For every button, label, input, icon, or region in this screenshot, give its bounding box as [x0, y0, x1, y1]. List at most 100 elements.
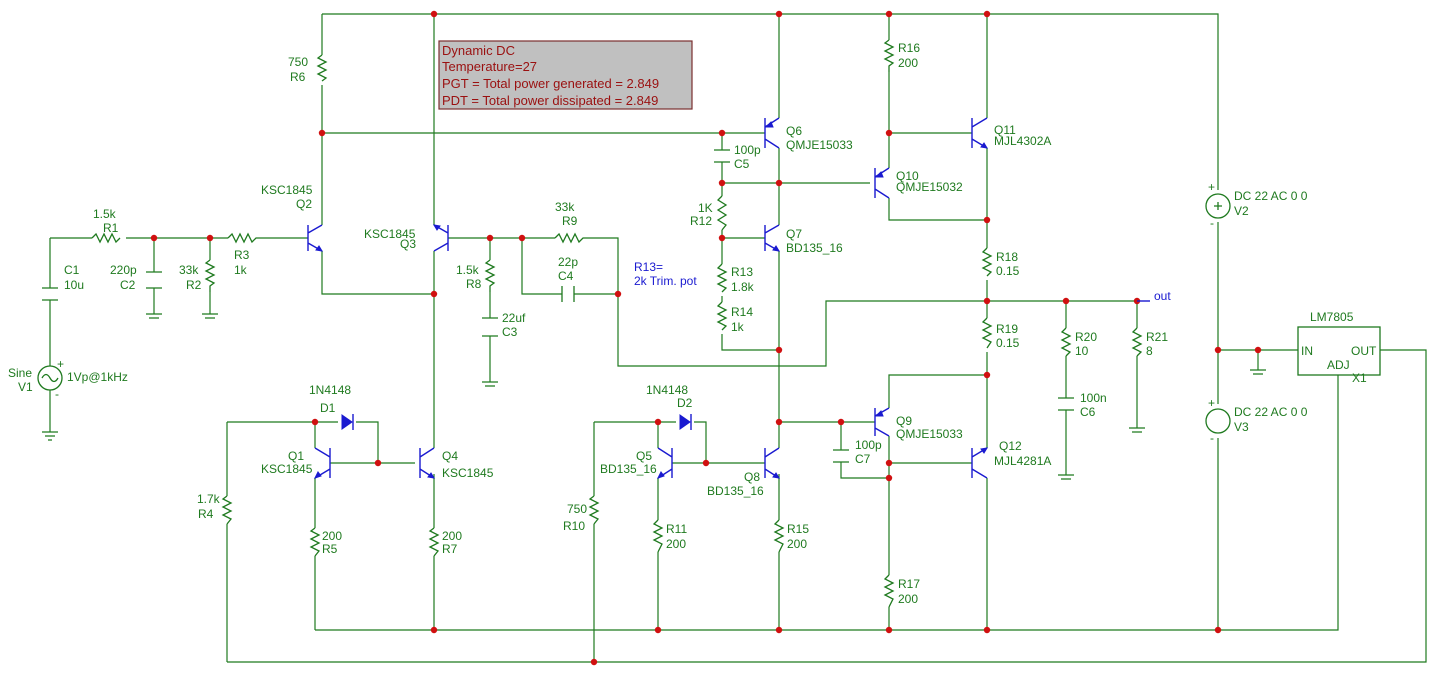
value-label: 1N4148 — [646, 383, 688, 397]
ref-label: Q10 — [896, 169, 919, 183]
ref-label: Q2 — [296, 197, 312, 211]
ref-label: R14 — [731, 305, 753, 319]
ref-label: R9 — [562, 214, 578, 228]
infobox-line: PDT = Total power dissipated = 2.849 — [442, 93, 658, 108]
trim-pot-note: 2k Trim. pot — [634, 274, 697, 288]
ref-label: R21 — [1146, 330, 1168, 344]
value-label: 10 — [1075, 344, 1089, 358]
svg-text:+: + — [1208, 180, 1215, 194]
ref-label: R7 — [442, 542, 458, 556]
transistor-q8-icon — [764, 447, 780, 479]
value-label: 22uf — [502, 311, 526, 325]
ref-label: R11 — [666, 522, 687, 536]
resistor-r3 — [227, 232, 262, 244]
value-label: DC 22 AC 0 0 — [1234, 189, 1308, 203]
value-label: KSC1845 — [261, 462, 313, 476]
value-label: DC 22 AC 0 0 — [1234, 405, 1308, 419]
ref-label: C4 — [558, 269, 574, 283]
transistor-q12-icon — [971, 447, 988, 479]
junction-dots — [150, 10, 1262, 666]
transistor-q2-icon — [307, 224, 323, 252]
ref-label: R2 — [186, 278, 202, 292]
value-label: 1.7k — [197, 492, 221, 506]
ref-label: C2 — [120, 278, 136, 292]
value-label: 750 — [567, 502, 587, 516]
value-label: 1Vp@1kHz — [67, 370, 128, 384]
ref-label: R5 — [322, 542, 338, 556]
transistor-q4-icon — [419, 447, 435, 479]
transistors — [307, 117, 988, 479]
value-label: MJL4302A — [994, 134, 1051, 148]
ref-label: R18 — [996, 250, 1018, 264]
ref-label: C3 — [502, 325, 518, 339]
svg-text:+: + — [57, 357, 64, 371]
diodes — [341, 414, 692, 430]
value-label: 1.8k — [731, 280, 755, 294]
ref-label: R20 — [1075, 330, 1097, 344]
regulator-x1 — [1297, 326, 1381, 376]
value-label: QMJE15033 — [896, 427, 963, 441]
sine-source-v1: + - — [37, 357, 64, 401]
resistor-r17 — [883, 574, 895, 608]
resistor-r13 — [716, 263, 728, 293]
value-label: 0.15 — [996, 264, 1020, 278]
ref-label: R4 — [198, 507, 214, 521]
wires — [49, 13, 1427, 663]
out-label: out — [1154, 289, 1171, 303]
capacitor-c4 — [561, 286, 575, 302]
ref-label: Q8 — [744, 470, 760, 484]
resistors — [91, 39, 1143, 608]
resistor-r1 — [91, 232, 121, 244]
ref-label: D1 — [320, 401, 336, 415]
value-label: KSC1845 — [261, 183, 313, 197]
infobox-line: Dynamic DC — [442, 43, 515, 58]
ref-label: Q12 — [999, 439, 1022, 453]
resistor-r20 — [1060, 327, 1072, 357]
value-label: BD135_16 — [600, 462, 657, 476]
ref-label: R17 — [898, 577, 920, 591]
ref-label: R19 — [996, 322, 1018, 336]
resistor-r7 — [428, 527, 440, 557]
ref-label: Q6 — [786, 124, 802, 138]
value-label: 200 — [898, 592, 918, 606]
value-label: 100n — [1080, 391, 1107, 405]
value-label: 1k — [731, 320, 745, 334]
transistor-q6-icon — [764, 117, 780, 149]
transistor-q1-icon — [314, 447, 331, 479]
resistor-r6 — [316, 54, 328, 82]
diode-d1-icon — [341, 414, 354, 430]
value-label: 1K — [698, 201, 713, 215]
ref-label: R8 — [466, 277, 482, 291]
pin-label: ADJ — [1327, 358, 1350, 372]
trim-pot-note: R13= — [634, 260, 663, 274]
transistor-q10-icon — [874, 167, 890, 199]
ref-label: R6 — [290, 70, 306, 84]
value-label: BD135_16 — [707, 484, 764, 498]
resistor-r4 — [221, 495, 233, 525]
value-label: LM7805 — [1310, 310, 1354, 324]
value-label: QMJE15032 — [896, 180, 963, 194]
value-label: 0.15 — [996, 336, 1020, 350]
resistor-r16 — [883, 39, 895, 72]
value-label: 33k — [179, 263, 199, 277]
resistor-r15 — [773, 519, 785, 553]
value-label: 750 — [288, 55, 308, 69]
svg-text:-: - — [55, 387, 59, 401]
value-label: 10u — [64, 278, 84, 292]
value-label: 33k — [555, 200, 575, 214]
pin-label: IN — [1301, 344, 1313, 358]
capacitor-c7 — [833, 449, 849, 463]
value-label: QMJE15033 — [786, 138, 853, 152]
value-label: KSC1845 — [442, 466, 494, 480]
sources: + - + - + - — [37, 180, 1231, 445]
type-label: Sine — [8, 366, 32, 380]
ref-label: V1 — [18, 380, 33, 394]
ref-label: V3 — [1234, 420, 1249, 434]
value-label: 100p — [734, 143, 761, 157]
resistor-r9 — [554, 232, 589, 244]
ref-label: Q9 — [896, 414, 912, 428]
infobox-line: PGT = Total power generated = 2.849 — [442, 76, 659, 91]
resistor-r10 — [588, 495, 600, 525]
transistor-q9-icon — [874, 407, 890, 437]
transistor-q7-icon — [764, 224, 780, 252]
